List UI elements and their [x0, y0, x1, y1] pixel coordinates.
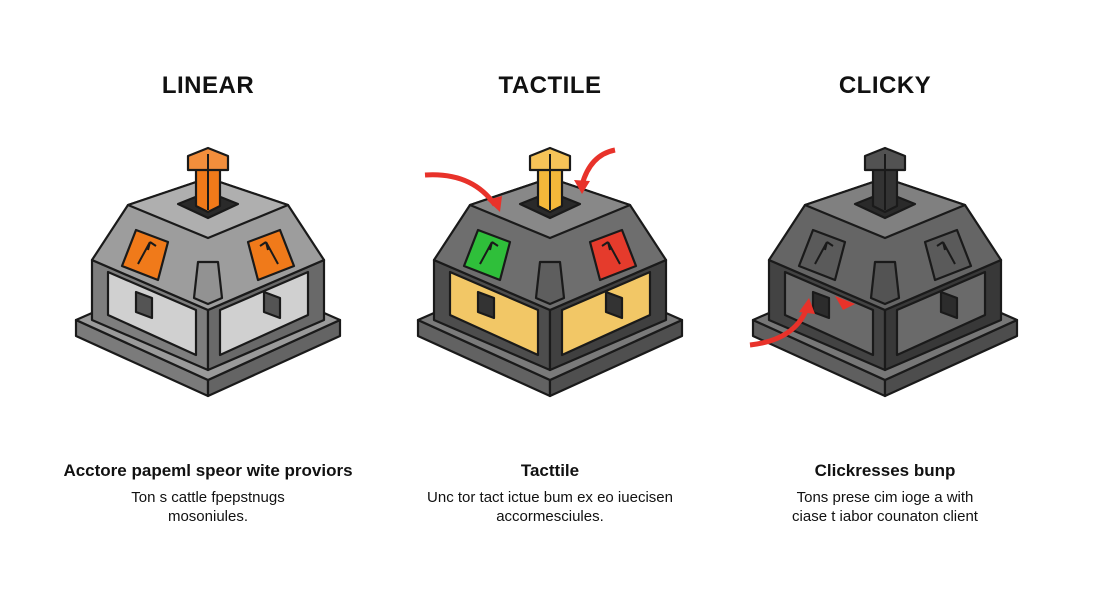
column-title: LINEAR: [161, 72, 255, 99]
right-indicator-facet: [923, 228, 973, 282]
click-jacket-arrow-icon: [835, 296, 855, 310]
desc-line: Tons prese cim ioge a with: [796, 489, 974, 506]
front-facet: [192, 260, 224, 306]
column-heading: Clickresses bunp: [814, 461, 956, 480]
right-window: [218, 270, 310, 357]
column-heading: Acctore papeml speor wite proviors: [63, 461, 353, 480]
column-title: CLICKY: [838, 72, 932, 99]
desc-line: ciase t iabor counaton client: [792, 508, 978, 525]
column-description: Unc tor tact ictue bum ex eo iuecisen acc…: [370, 488, 730, 526]
arrowhead-icon: [487, 196, 502, 212]
right-latch: [262, 290, 282, 320]
right-latch: [939, 290, 959, 320]
column-description: Ton s cattle fpepstnugs mosoniules.: [28, 488, 388, 526]
left-arrow-glyph-icon: [814, 241, 834, 265]
left-arrow-glyph-icon: [137, 241, 157, 265]
desc-line: accormesciules.: [496, 508, 604, 525]
left-indicator-facet: [797, 228, 847, 282]
right-window: [560, 270, 652, 357]
right-window: [895, 270, 987, 357]
left-indicator-facet: [120, 228, 170, 282]
desc-line: Ton s cattle fpepstnugs: [131, 489, 285, 506]
column-description: Tons prese cim ioge a with ciase t iabor …: [705, 488, 1065, 526]
press-arrow-right-icon: [579, 147, 616, 186]
clicky-switch-illustration: [749, 146, 1019, 398]
press-arrow-left-icon: [424, 172, 498, 207]
left-latch: [134, 290, 154, 320]
right-indicator-facet: [246, 228, 296, 282]
right-arrow-glyph-icon: [259, 241, 279, 265]
left-latch: [476, 290, 496, 320]
desc-line: Unc tor tact ictue bum ex eo iuecisen: [427, 489, 673, 506]
right-latch: [604, 290, 624, 320]
right-arrow-glyph-icon: [936, 241, 956, 265]
left-indicator-facet: [462, 228, 512, 282]
click-arrow-icon: [749, 307, 810, 348]
tactile-switch-illustration: [416, 146, 684, 398]
left-latch: [811, 290, 831, 320]
front-facet: [869, 260, 901, 306]
column-title: TACTILE: [498, 72, 602, 99]
desc-line: mosoniules.: [167, 508, 249, 525]
linear-switch-illustration: [74, 146, 342, 398]
column-heading: Tacttile: [520, 461, 580, 480]
right-indicator-facet: [588, 228, 638, 282]
arrowhead-icon: [799, 298, 815, 314]
left-arrow-glyph-icon: [479, 241, 499, 265]
right-arrow-glyph-icon: [601, 241, 621, 265]
arrowhead-icon: [574, 180, 590, 194]
front-facet: [534, 260, 566, 306]
